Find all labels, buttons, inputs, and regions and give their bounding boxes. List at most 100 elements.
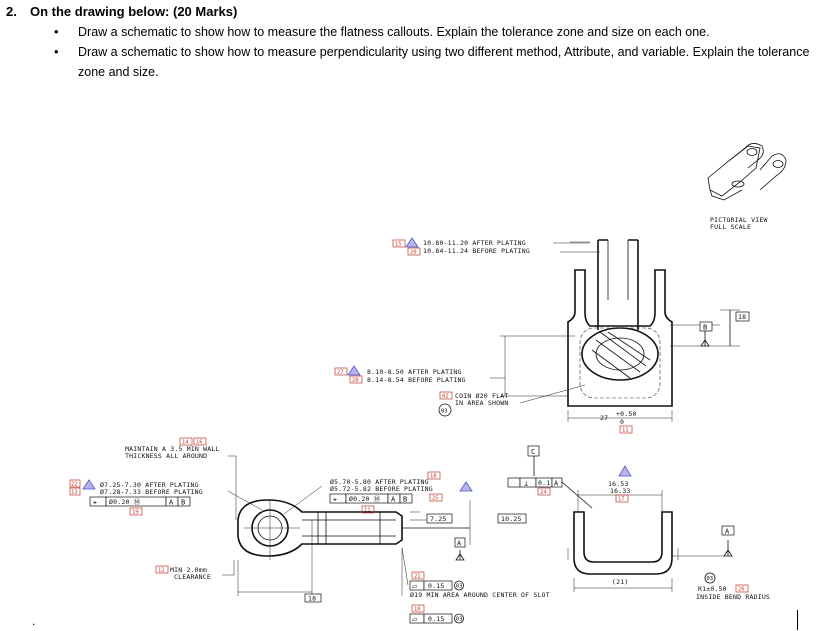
svg-text:15: 15 (395, 242, 402, 248)
triangle-flag-icon (82, 479, 96, 490)
ref-tag-20 (407, 247, 421, 256)
perp-fcf: ⊥ 0.1 A (519, 477, 563, 488)
flat-area-note: Ø19 MIN AREA AROUND CENTER OF SLOT (410, 591, 550, 599)
left-position-fcf: ⌖ Ø0.20 Ⓜ A B (89, 496, 191, 507)
ref-tag-19 (129, 507, 143, 516)
datum-c-label: C (531, 448, 535, 456)
bend-radius-label: INSIDE BEND RADIUS (696, 593, 770, 601)
dim-10-25-box (497, 513, 527, 524)
flatness-fcf-2: ⏥ 0.15 03 (409, 613, 464, 624)
ref-tag-24 (361, 505, 375, 514)
ref-tag-14 (179, 437, 193, 446)
svg-text:24: 24 (540, 490, 547, 496)
min-clearance-line1: MIN 2.0mm (170, 566, 207, 574)
svg-text:11: 11 (364, 508, 371, 514)
ref-tag-18 (429, 493, 443, 502)
svg-text:⊥: ⊥ (524, 480, 528, 488)
dim-18-right: 18 (738, 313, 746, 321)
svg-text:19: 19 (132, 510, 139, 516)
dim-10-25: 10.25 (501, 515, 522, 523)
question-number: 2. (6, 4, 17, 19)
end-mark: . (32, 614, 36, 628)
plating-top-after: 10.80-11.20 AFTER PLATING (423, 239, 526, 247)
ref-tag-16 (193, 437, 207, 446)
mid-position-fcf: ⌖ Ø0.20 Ⓜ A B (329, 493, 413, 504)
dim-16-upper: 16.53 (608, 480, 629, 488)
svg-text:16: 16 (196, 440, 203, 446)
datum-a-left: A (457, 540, 462, 548)
svg-text:27: 27 (337, 370, 344, 376)
dim-7-25: 7.25 (430, 515, 446, 523)
bullet-flatness: Draw a schematic to show how to measure … (52, 22, 822, 42)
svg-text:02: 02 (442, 394, 449, 400)
bullet-perpendicularity: Draw a schematic to show how to measure … (52, 42, 822, 82)
ref-tag-17 (427, 471, 441, 480)
svg-text:11: 11 (622, 428, 629, 434)
ref-tag-22 (69, 479, 81, 488)
svg-text:14: 14 (182, 440, 189, 446)
svg-text:A: A (391, 496, 396, 504)
ref-tag-27 (334, 367, 348, 376)
plating-top-before: 10.84-11.24 BEFORE PLATING (423, 247, 530, 255)
pictorial-view-label: PICTORIAL VIEW (710, 216, 768, 224)
ref-tag-10 (411, 604, 425, 613)
perp-fcf-sym-box (507, 477, 521, 488)
svg-text:13: 13 (71, 490, 78, 496)
svg-text:⌖: ⌖ (333, 496, 337, 504)
dim-27-upper: +0.50 (616, 410, 637, 418)
plating-mid-before: 8.14-8.54 BEFORE PLATING (367, 376, 466, 384)
bend-radius-value: R1±0.50 (698, 585, 727, 593)
dim-27-lower: 0 (620, 418, 624, 426)
svg-text:25: 25 (432, 496, 439, 502)
dim-27: 27 (600, 414, 608, 422)
dim-18-bottom: 18 (308, 595, 316, 603)
triangle-flag-icon (405, 237, 419, 248)
svg-text:⏥: ⏥ (412, 583, 418, 591)
svg-text:A: A (169, 499, 174, 507)
svg-text:Ø0.20 Ⓜ: Ø0.20 Ⓜ (109, 498, 141, 506)
ref-tag-15 (392, 239, 406, 248)
svg-text:03: 03 (456, 584, 463, 590)
ref-tag-26 (735, 584, 749, 593)
dim-7-25-box (426, 513, 453, 524)
svg-text:10: 10 (414, 607, 421, 613)
svg-text:28: 28 (352, 378, 359, 384)
left-plating-after: Ø7.25-7.30 AFTER PLATING (100, 481, 199, 489)
svg-text:⏥: ⏥ (412, 616, 418, 624)
plating-mid-after: 8.10-8.50 AFTER PLATING (367, 368, 462, 376)
svg-text:17: 17 (618, 497, 625, 503)
svg-text:03: 03 (456, 617, 463, 623)
ref-tag-13 (69, 487, 81, 496)
triangle-flag-icon (459, 481, 473, 492)
svg-text:18: 18 (430, 474, 437, 480)
ref-tag-23 (537, 487, 551, 496)
datum-b-box (699, 321, 713, 332)
svg-text:20: 20 (410, 250, 417, 256)
left-plating-before: Ø7.28-7.33 BEFORE PLATING (100, 488, 203, 496)
text-cursor (797, 610, 798, 630)
side-view-ear (237, 499, 471, 596)
ref-tag-11 (619, 425, 633, 434)
ref-tag-25 (615, 494, 629, 503)
svg-text:Ø0.20 Ⓜ: Ø0.20 Ⓜ (349, 495, 381, 503)
triangle-flag-icon (618, 465, 632, 477)
svg-text:12: 12 (158, 568, 165, 574)
svg-text:26: 26 (738, 587, 745, 593)
datum-b-label: B (703, 324, 707, 332)
ref-tag-28 (349, 375, 363, 384)
triangle-flag-icon (347, 365, 361, 376)
note-03-circle (438, 403, 452, 417)
pictorial-view-scale: FULL SCALE (710, 223, 751, 231)
question-heading: 2. On the drawing below: (20 Marks) (6, 4, 237, 19)
datum-a-box-left (454, 537, 466, 548)
ref-tag-02 (439, 391, 453, 400)
svg-text:22: 22 (71, 482, 78, 488)
svg-text:0.1: 0.1 (538, 479, 550, 487)
ref-tag-12 (155, 565, 169, 574)
flatness-fcf-1: ⏥ 0.15 03 (409, 580, 464, 591)
svg-text:0.15: 0.15 (428, 615, 444, 623)
coin-note-line1: COIN Ø20 FLAT (455, 392, 508, 400)
plan-view (500, 239, 740, 422)
question-title: On the drawing below: (20 Marks) (30, 4, 238, 19)
